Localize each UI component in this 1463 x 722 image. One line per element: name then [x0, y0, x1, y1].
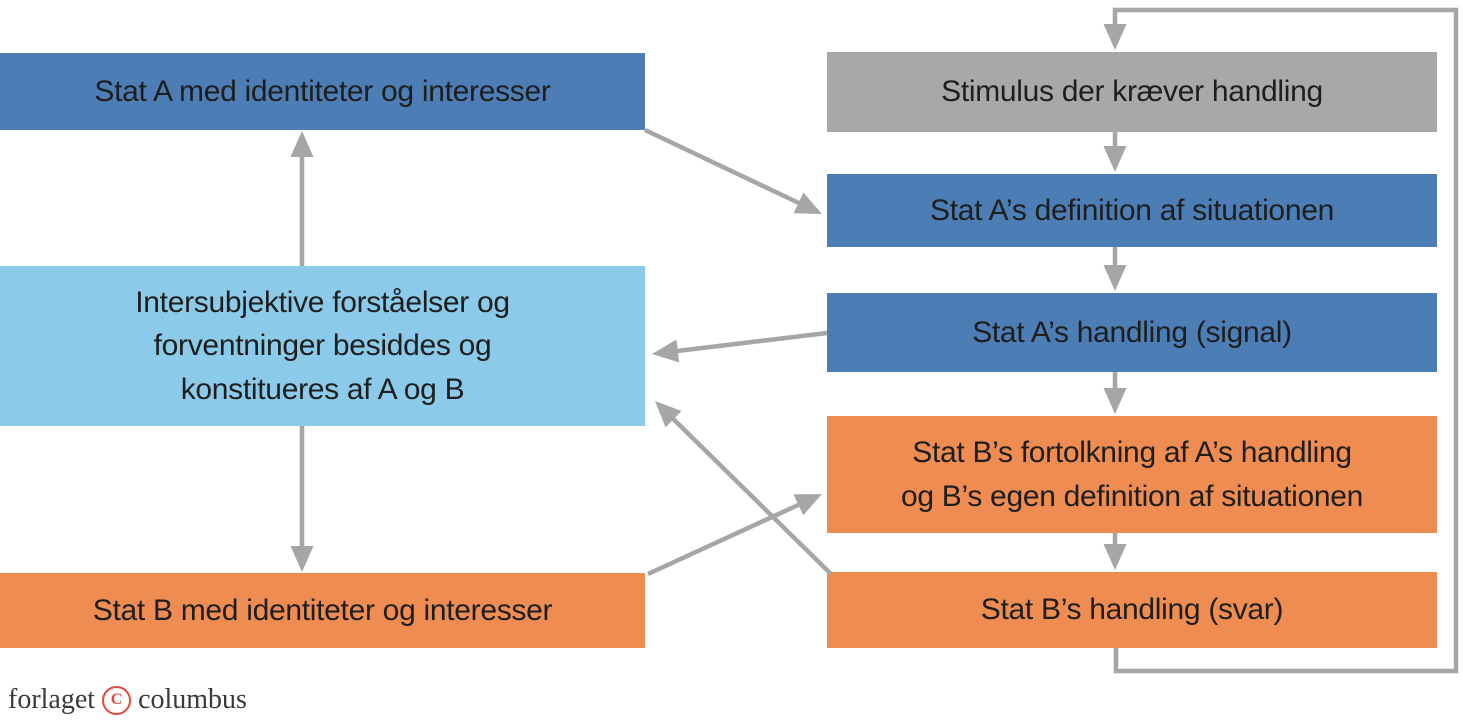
edge-definition-to-handling-signal: [1103, 247, 1127, 291]
node-stat-a: Stat A med identiteter og interesser: [0, 53, 645, 130]
edge-fortolkning-to-handling-svar: [1103, 533, 1127, 570]
edge-intersubjektive-to-stat-b: [290, 426, 314, 572]
node-stimulus: Stimulus der kræver handling: [827, 52, 1437, 132]
logo-text-columbus: columbus: [138, 684, 247, 715]
edge-intersubjektive-to-stat-a: [290, 131, 314, 266]
node-handling-signal: Stat A’s handling (signal): [827, 293, 1437, 372]
node-handling-svar: Stat B’s handling (svar): [827, 572, 1437, 648]
node-definition: Stat A’s definition af situationen: [827, 174, 1437, 247]
copyright-circle-icon: C: [102, 685, 132, 715]
node-stat-b: Stat B med identiteter og interesser: [0, 573, 645, 648]
logo-text-forlaget: forlaget: [8, 684, 96, 715]
edge-stat-b-to-fortolkning: [647, 494, 822, 577]
edge-stimulus-to-definition: [1103, 132, 1127, 172]
edge-stat-a-to-definition: [644, 127, 822, 214]
edge-handling-signal-to-intersubjektive: [652, 330, 828, 363]
publisher-logo: forlaget C columbus: [8, 684, 247, 716]
edge-handling-svar-to-intersubjektive: [655, 401, 833, 576]
edge-handling-signal-to-fortolkning: [1103, 372, 1127, 414]
